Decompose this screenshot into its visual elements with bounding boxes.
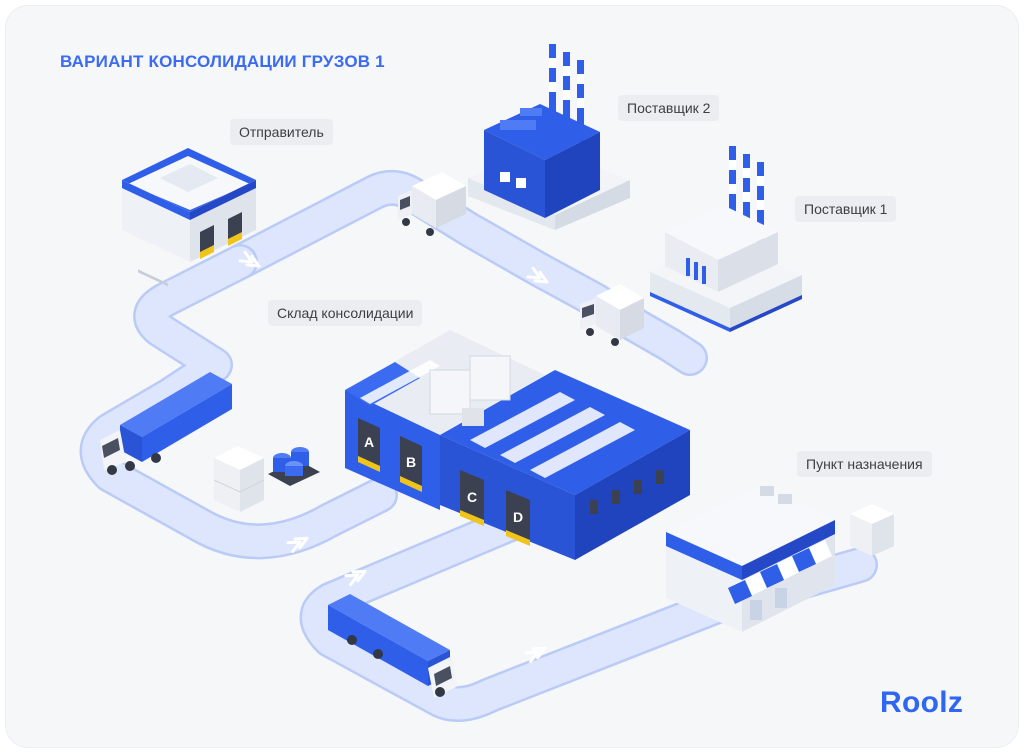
supplier1-factory bbox=[650, 146, 802, 332]
label-destination: Пункт назначения bbox=[797, 451, 932, 477]
route-loop-left bbox=[79, 244, 398, 560]
supplier2-factory bbox=[468, 44, 630, 230]
label-supplier-2: Поставщик 2 bbox=[618, 95, 720, 121]
label-consolidation-warehouse: Склад консолидации bbox=[268, 300, 423, 326]
destination-boxes bbox=[850, 504, 894, 556]
small-truck-right bbox=[580, 284, 644, 346]
label-supplier-1: Поставщик 1 bbox=[795, 196, 897, 222]
consolidation-warehouse bbox=[345, 330, 690, 560]
sender-building bbox=[122, 148, 256, 287]
small-truck-top bbox=[398, 172, 466, 236]
routes bbox=[79, 169, 878, 722]
big-truck-bottom bbox=[328, 594, 458, 698]
label-sender: Отправитель bbox=[230, 119, 333, 145]
diagram-title: ВАРИАНТ КОНСОЛИДАЦИИ ГРУЗОВ 1 bbox=[60, 52, 385, 71]
big-truck-left bbox=[100, 372, 232, 475]
destination-store bbox=[666, 486, 835, 632]
cargo-barrels bbox=[268, 447, 320, 486]
cargo-boxes bbox=[213, 446, 265, 512]
route-warehouse-to-destination bbox=[299, 502, 878, 722]
brand-logo: Roolz bbox=[880, 686, 964, 719]
